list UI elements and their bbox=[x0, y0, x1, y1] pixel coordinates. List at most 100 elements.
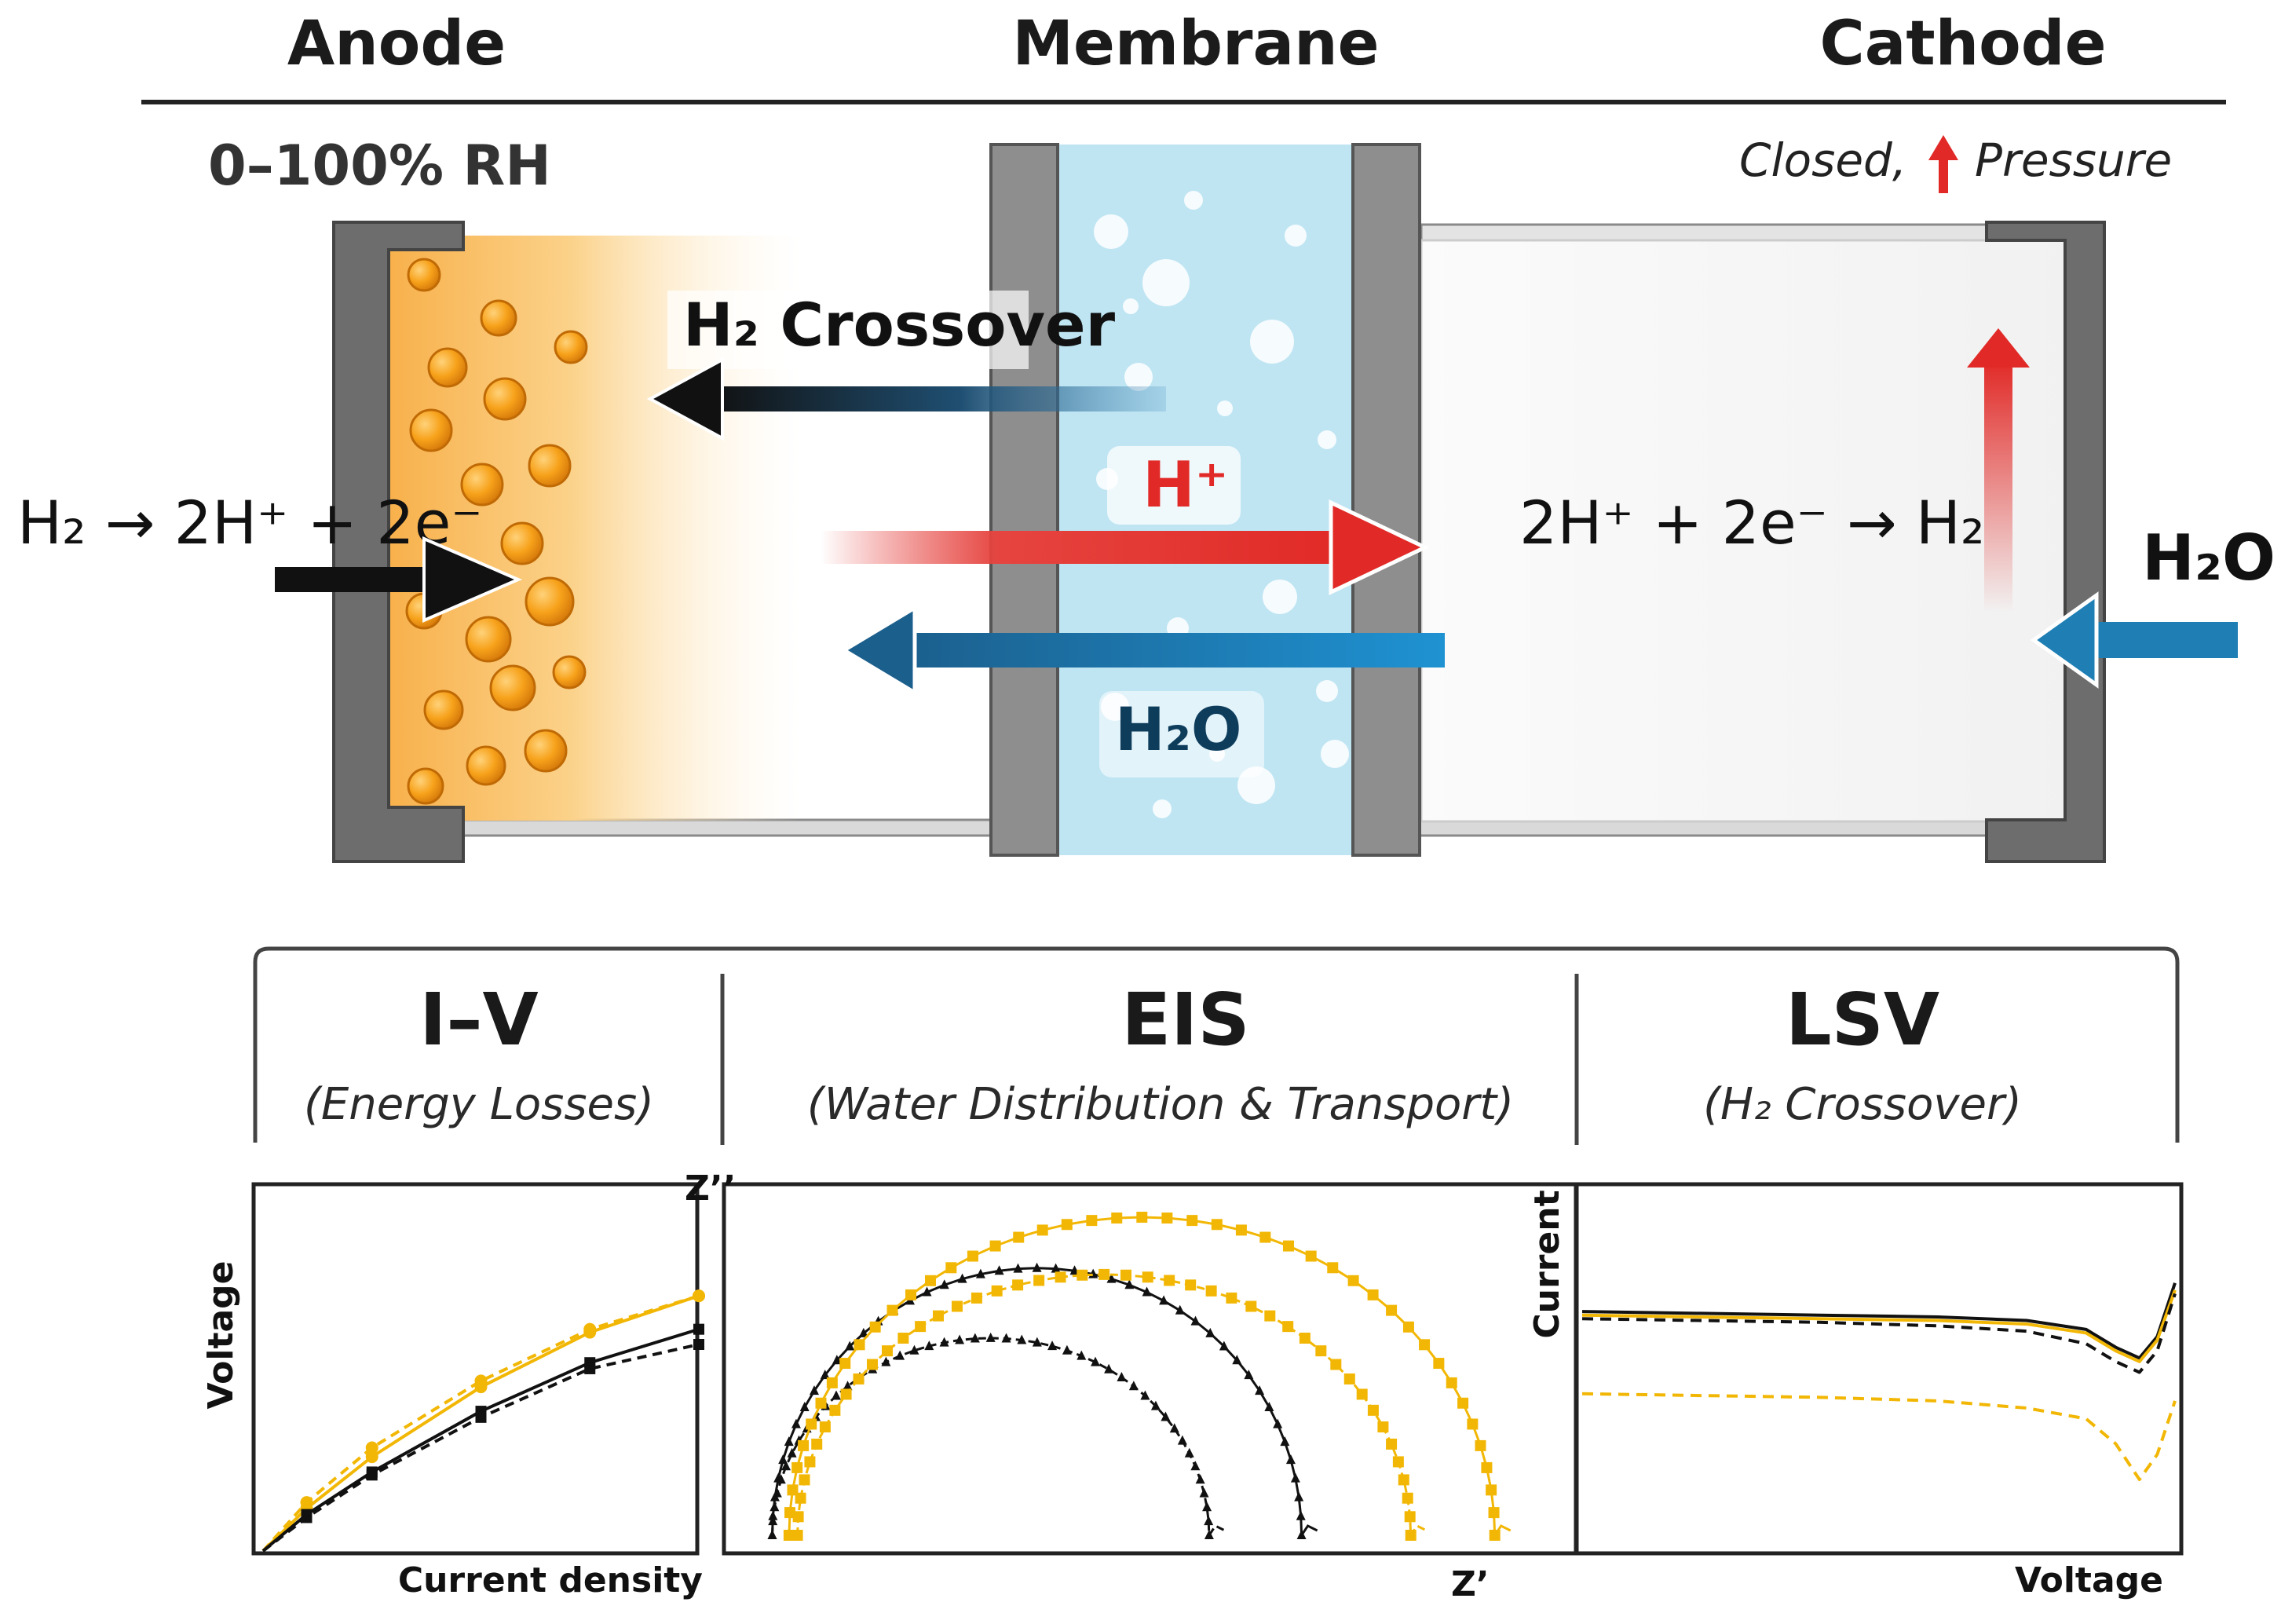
eis-chart: Z’’ Z’ bbox=[685, 1169, 1578, 1604]
eis-point-1-7 bbox=[799, 1401, 810, 1411]
eis-point-1-36 bbox=[1255, 1385, 1265, 1395]
eis-point-3-37 bbox=[1446, 1377, 1457, 1388]
eis-point-2-1 bbox=[792, 1511, 804, 1523]
iv-point-3-3 bbox=[475, 1411, 487, 1423]
eis-point-2-43 bbox=[1404, 1511, 1416, 1523]
eis-point-0-28 bbox=[1077, 1350, 1087, 1360]
eis-point-0-25 bbox=[1032, 1337, 1042, 1347]
eis-point-3-36 bbox=[1433, 1358, 1445, 1370]
eis-point-0-29 bbox=[1091, 1356, 1101, 1366]
lsv-series-line-1 bbox=[1581, 1289, 2177, 1363]
cathode-frame bbox=[1985, 221, 2106, 863]
eis-point-1-8 bbox=[810, 1385, 820, 1395]
eis-point-2-40 bbox=[1392, 1456, 1404, 1468]
eis-point-1-44 bbox=[1296, 1530, 1307, 1539]
eis-point-1-30 bbox=[1175, 1304, 1185, 1315]
eis-point-0-30 bbox=[1104, 1363, 1114, 1373]
eis-point-0-18 bbox=[924, 1341, 934, 1351]
eis-point-2-32 bbox=[1299, 1333, 1310, 1344]
h2-inlet-arrow bbox=[275, 536, 523, 624]
eis-point-1-10 bbox=[832, 1355, 842, 1365]
eis-point-2-5 bbox=[811, 1438, 823, 1450]
anode-condition: 0–100% RH bbox=[208, 134, 551, 198]
eis-point-1-9 bbox=[820, 1370, 830, 1380]
eis-point-3-44 bbox=[1489, 1530, 1501, 1541]
eis-point-2-18 bbox=[1012, 1279, 1024, 1291]
iv-point-1-3 bbox=[474, 1374, 488, 1388]
eis-point-1-12 bbox=[858, 1327, 868, 1337]
eis-point-2-23 bbox=[1120, 1269, 1132, 1281]
eis-point-2-11 bbox=[881, 1345, 893, 1357]
eis-point-0-22 bbox=[985, 1332, 996, 1342]
eis-point-3-4 bbox=[798, 1439, 810, 1451]
cathode-condition-prefix: Closed, bbox=[1739, 134, 1906, 187]
eis-point-2-34 bbox=[1330, 1359, 1342, 1370]
lsv-plot-area bbox=[1581, 1282, 2177, 1481]
eis-point-3-38 bbox=[1457, 1397, 1469, 1409]
cathode-water-label: H₂O bbox=[2142, 521, 2276, 594]
eis-point-1-39 bbox=[1280, 1436, 1290, 1447]
panel-title-eis: EIS bbox=[1121, 978, 1249, 1062]
eis-point-3-10 bbox=[869, 1321, 881, 1333]
eis-point-3-29 bbox=[1305, 1250, 1317, 1262]
eis-point-2-28 bbox=[1226, 1292, 1237, 1304]
eis-point-1-23 bbox=[1051, 1263, 1061, 1273]
eis-point-2-41 bbox=[1398, 1474, 1409, 1486]
eis-plot-area bbox=[767, 1212, 1512, 1541]
membrane-bubbles bbox=[1094, 191, 1349, 818]
eis-point-1-32 bbox=[1205, 1327, 1215, 1337]
eis-point-3-7 bbox=[826, 1377, 838, 1388]
panel-title-lsv: LSV bbox=[1786, 978, 1939, 1062]
cathode-region bbox=[1420, 239, 2074, 823]
eis-point-2-12 bbox=[897, 1333, 909, 1344]
eis-point-1-21 bbox=[1013, 1263, 1023, 1273]
eis-point-3-43 bbox=[1488, 1507, 1500, 1519]
eis-point-1-28 bbox=[1142, 1286, 1152, 1297]
eis-point-3-35 bbox=[1419, 1339, 1431, 1351]
lsv-series-line-0 bbox=[1581, 1282, 2177, 1360]
h2-crossover-label-bg bbox=[667, 291, 1029, 369]
eis-point-2-36 bbox=[1356, 1388, 1368, 1400]
eis-point-2-6 bbox=[819, 1421, 831, 1433]
proton-transport-arrow bbox=[821, 499, 1430, 595]
eis-point-3-15 bbox=[967, 1250, 978, 1262]
eis-point-0-11 bbox=[831, 1390, 841, 1400]
eis-point-3-21 bbox=[1111, 1213, 1123, 1224]
iv-xlabel: Current density bbox=[398, 1560, 703, 1600]
eis-point-2-22 bbox=[1098, 1268, 1110, 1280]
eis-point-3-3 bbox=[791, 1461, 803, 1473]
iv-point-1-2 bbox=[365, 1441, 378, 1454]
eis-point-2-7 bbox=[829, 1404, 841, 1416]
water-inlet-arrow bbox=[2030, 591, 2238, 689]
eis-point-3-11 bbox=[886, 1304, 898, 1316]
membrane-water-label: H₂O bbox=[1115, 694, 1242, 764]
pressure-buildup-arrow bbox=[1967, 328, 2030, 613]
iv-point-3-4 bbox=[584, 1362, 596, 1374]
anode-catalyst-particles bbox=[405, 258, 588, 805]
eis-point-2-39 bbox=[1386, 1438, 1398, 1450]
eis-point-1-35 bbox=[1244, 1370, 1254, 1380]
eis-point-1-42 bbox=[1294, 1491, 1304, 1501]
eis-point-2-42 bbox=[1402, 1492, 1413, 1504]
eis-point-2-3 bbox=[799, 1474, 810, 1486]
eis-point-0-15 bbox=[881, 1356, 891, 1366]
eis-point-1-31 bbox=[1190, 1315, 1201, 1326]
eis-point-1-38 bbox=[1273, 1418, 1283, 1428]
eis-point-0-35 bbox=[1161, 1411, 1171, 1421]
eis-point-2-38 bbox=[1377, 1421, 1389, 1433]
eis-series-line-1 bbox=[771, 1267, 1318, 1539]
iv-point-3-5 bbox=[693, 1339, 704, 1351]
eis-point-2-30 bbox=[1264, 1310, 1276, 1322]
eis-point-0-44 bbox=[1204, 1530, 1214, 1539]
eis-point-1-11 bbox=[845, 1341, 855, 1351]
eis-point-2-37 bbox=[1367, 1404, 1379, 1416]
iv-plot-area bbox=[261, 1289, 705, 1553]
eis-point-2-33 bbox=[1315, 1345, 1327, 1357]
eis-point-2-19 bbox=[1033, 1275, 1045, 1286]
eis-point-1-18 bbox=[957, 1273, 967, 1283]
membrane-right-gasket bbox=[1351, 143, 1421, 857]
eis-point-0-43 bbox=[1204, 1516, 1214, 1526]
eis-point-0-36 bbox=[1169, 1423, 1179, 1433]
eis-point-2-35 bbox=[1343, 1373, 1355, 1384]
